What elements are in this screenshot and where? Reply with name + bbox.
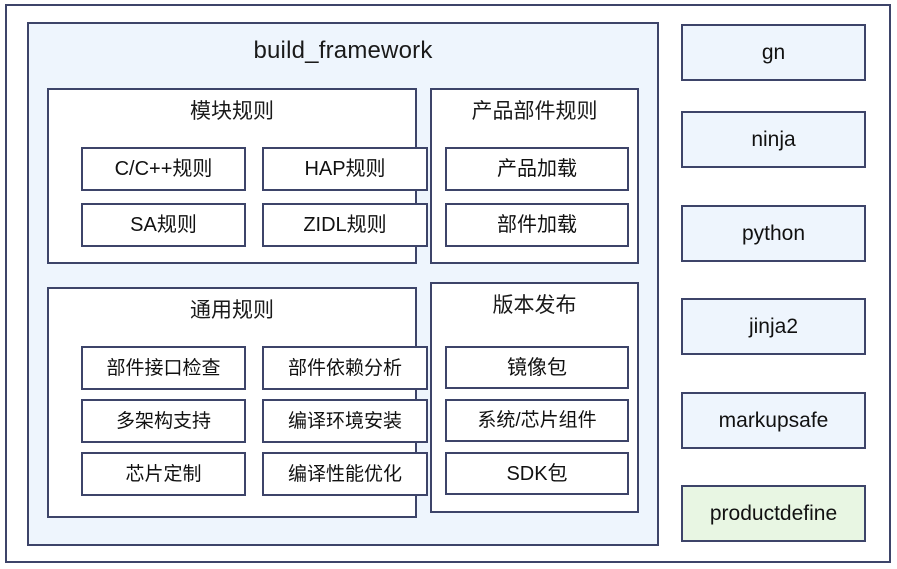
- tool-ninja[interactable]: ninja: [681, 111, 866, 168]
- group-module-rules[interactable]: 模块规则 C/C++规则 HAP规则 SA规则 ZIDL规则: [47, 88, 428, 264]
- build-framework-panel[interactable]: build_framework 模块规则 C/C++规则 HAP规则 SA规则 …: [27, 22, 659, 546]
- tool-python[interactable]: python: [681, 205, 866, 262]
- item-multi-architecture-support[interactable]: 多架构支持: [81, 399, 246, 443]
- item-component-interface-check[interactable]: 部件接口检查: [81, 346, 246, 390]
- item-chip-customization[interactable]: 芯片定制: [81, 452, 246, 496]
- item-zidl-rules[interactable]: ZIDL规则: [262, 203, 428, 247]
- build-framework-title: build_framework: [253, 37, 433, 64]
- item-c-cpp-rules[interactable]: C/C++规则: [81, 147, 246, 191]
- tool-productdefine[interactable]: productdefine: [681, 485, 866, 542]
- group-version-release-title: 版本发布: [492, 294, 577, 317]
- tool-jinja2[interactable]: jinja2: [681, 298, 866, 355]
- item-sdk-package[interactable]: SDK包: [445, 452, 629, 495]
- group-common-rules-title: 通用规则: [190, 299, 274, 322]
- item-hap-rules[interactable]: HAP规则: [262, 147, 428, 191]
- item-component-dependency-analysis[interactable]: 部件依赖分析: [262, 346, 428, 390]
- item-image-package[interactable]: 镜像包: [445, 346, 629, 389]
- item-sa-rules[interactable]: SA规则: [81, 203, 246, 247]
- group-product-component-rules[interactable]: 产品部件规则 产品加载 部件加载: [430, 88, 639, 264]
- tool-markupsafe[interactable]: markupsafe: [681, 392, 866, 449]
- group-product-component-rules-title: 产品部件规则: [471, 100, 598, 123]
- item-system-chip-component[interactable]: 系统/芯片组件: [445, 399, 629, 442]
- item-build-performance-optimization[interactable]: 编译性能优化: [262, 452, 428, 496]
- item-build-environment-install[interactable]: 编译环境安装: [262, 399, 428, 443]
- group-module-rules-title: 模块规则: [190, 100, 274, 123]
- tool-gn[interactable]: gn: [681, 24, 866, 81]
- item-product-load[interactable]: 产品加载: [445, 147, 629, 191]
- item-component-load[interactable]: 部件加载: [445, 203, 629, 247]
- group-common-rules[interactable]: 通用规则 部件接口检查 部件依赖分析 多架构支持 编译环境安装 芯片定制 编译性…: [47, 287, 428, 518]
- group-version-release[interactable]: 版本发布 镜像包 系统/芯片组件 SDK包: [430, 282, 639, 513]
